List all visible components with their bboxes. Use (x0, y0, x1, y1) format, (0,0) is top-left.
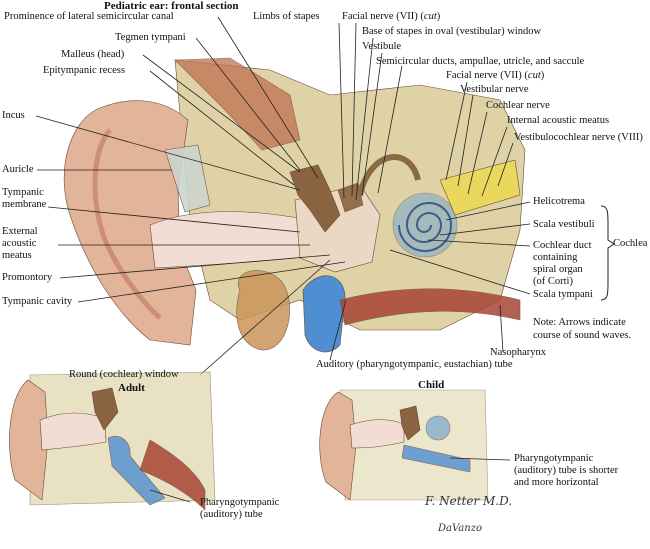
adult-mucosa (139, 439, 206, 511)
adult-inset (9, 371, 216, 511)
adult-tube-leader (149, 489, 191, 503)
facial-nerve-top-close: ) (436, 11, 441, 22)
facial-nerve-second-close: ) (540, 70, 545, 81)
label-malleus-head: Malleus (head) (61, 49, 125, 60)
semicircular-canals (357, 154, 421, 196)
label-vestibular-nerve: Vestibular nerve (460, 84, 529, 95)
child-title: Child (418, 379, 445, 391)
label-tegmen-tympani: Tegmen tympani (115, 32, 186, 43)
label-nasopharynx: Nasopharynx (490, 347, 546, 358)
label-adult-tube: Pharyngotympanic (auditory) tube (200, 497, 280, 520)
label-round-window: Round (cochlear) window (69, 369, 179, 380)
label-vestibule: Vestibule (362, 41, 402, 52)
label-tympanic-membrane: Tympanic membrane (2, 187, 47, 210)
nerve-bundle (439, 159, 521, 216)
label-base-of-stapes: Base of stapes in oval (vestibular) wind… (362, 26, 542, 37)
eustachian-tube-shape (302, 275, 346, 353)
child-cochlea (425, 415, 451, 441)
label-incus: Incus (2, 110, 25, 121)
netter-signature: F. Netter M.D. (425, 494, 513, 508)
child-ossicles (399, 405, 421, 441)
nasopharynx-mucosa (339, 288, 521, 326)
adult-auricle (9, 379, 49, 501)
label-promontory: Promontory (2, 272, 53, 283)
label-epitympanic-recess: Epitympanic recess (43, 65, 125, 76)
note-sound-waves: Note: Arrows indicate course of sound wa… (533, 317, 631, 341)
adult-title: Adult (118, 382, 145, 394)
label-scala-tympani: Scala tympani (533, 289, 593, 300)
malleus-incus (289, 164, 341, 233)
facial-nerve-second-cut: cut (527, 70, 541, 81)
figure-title: Pediatric ear: frontal section (104, 0, 239, 12)
main-section (35, 16, 615, 376)
facial-nerve-top-cut: cut (423, 11, 437, 22)
label-facial-nerve-second: Facial nerve (VII) (cut) (446, 70, 544, 82)
label-semicircular-ducts: Semicircular ducts, ampullae, utricle, a… (376, 56, 585, 67)
child-canal (349, 419, 405, 449)
adult-canal (39, 412, 107, 451)
label-scala-vestibuli: Scala vestibuli (533, 219, 595, 230)
label-auditory-tube: Auditory (pharyngotympanic, eustachian) … (316, 359, 513, 370)
label-child-tube: Pharyngotympanic (auditory) tube is shor… (514, 453, 619, 488)
child-auricle (319, 391, 357, 501)
davanzo-signature: DaVanzo (438, 523, 482, 534)
label-auricle: Auricle (2, 164, 34, 175)
leader-lines (35, 16, 531, 376)
label-facial-nerve-top: Facial nerve (VII) (cut) (342, 11, 440, 23)
facial-nerve-second-text: Facial nerve (VII) ( (446, 70, 528, 81)
cochlea-spiral (392, 192, 458, 258)
label-prominence-lateral-canal: Prominence of lateral semicircular canal (4, 11, 174, 22)
label-internal-acoustic-meatus: Internal acoustic meatus (507, 115, 610, 126)
label-external-acoustic-meatus: External acoustic meatus (2, 226, 38, 261)
auricle-inner (92, 128, 162, 320)
label-limbs-of-stapes: Limbs of stapes (253, 11, 320, 22)
label-cochlear-duct: Cochlear duct containing spiral organ (o… (533, 240, 592, 287)
label-cochlea: Cochlea (613, 238, 648, 249)
label-tympanic-cavity: Tympanic cavity (2, 296, 73, 307)
label-cochlear-nerve: Cochlear nerve (486, 100, 550, 111)
adult-ossicles (91, 387, 119, 431)
facial-nerve-top-text: Facial nerve (VII) ( (342, 11, 424, 22)
adult-tube (107, 436, 166, 506)
child-tube-leader (449, 457, 511, 461)
label-vestibulocochlear-nerve: Vestibulocochlear nerve (VIII) (514, 132, 643, 143)
temporal-muscle (174, 57, 301, 151)
gland-region (236, 270, 290, 351)
child-tube (401, 444, 471, 473)
child-inset (319, 389, 511, 501)
label-helicotrema: Helicotrema (533, 196, 585, 207)
cochlea-brace (600, 205, 615, 301)
